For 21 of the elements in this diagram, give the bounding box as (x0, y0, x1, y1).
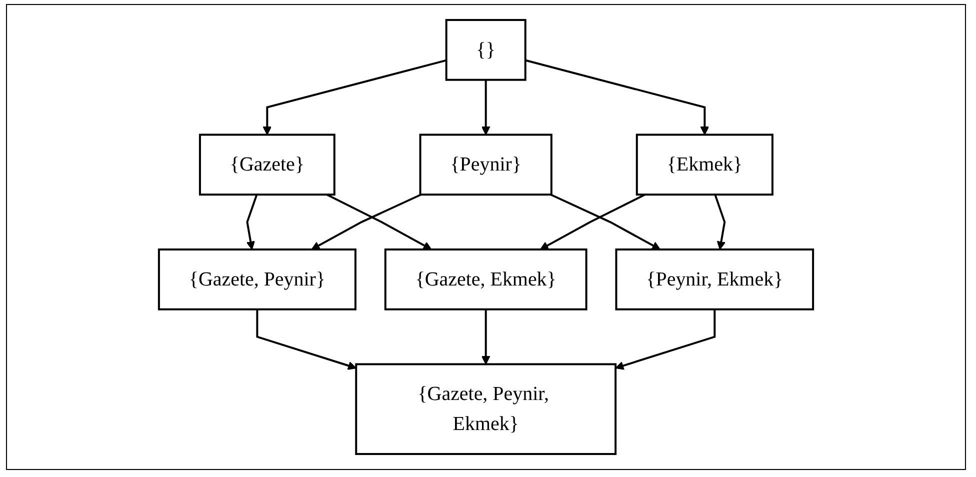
node-box (615, 248, 814, 310)
diagram-frame: {} {Gazete} {Peynir} {Ekmek} {Gazete, Peynir} {Gazete, Ekmek} {Peynir, Ekmek} {Gazete, Peynir, Ekmek} (6, 4, 966, 470)
arrow (311, 194, 422, 250)
node-box (384, 248, 588, 310)
arrow (246, 194, 258, 250)
arrow (714, 194, 726, 250)
node-box (198, 134, 336, 196)
arrow (326, 194, 432, 250)
arrow (550, 194, 661, 250)
node-box (636, 134, 774, 196)
arrow (256, 309, 357, 370)
arrow (481, 80, 490, 136)
arrow (525, 59, 710, 136)
arrow (615, 309, 716, 370)
node-box (355, 363, 617, 456)
arrow (481, 309, 490, 365)
node-box (445, 18, 526, 81)
arrow (262, 59, 447, 136)
node-box (419, 134, 552, 196)
arrow (540, 194, 646, 250)
node-box (158, 248, 356, 310)
